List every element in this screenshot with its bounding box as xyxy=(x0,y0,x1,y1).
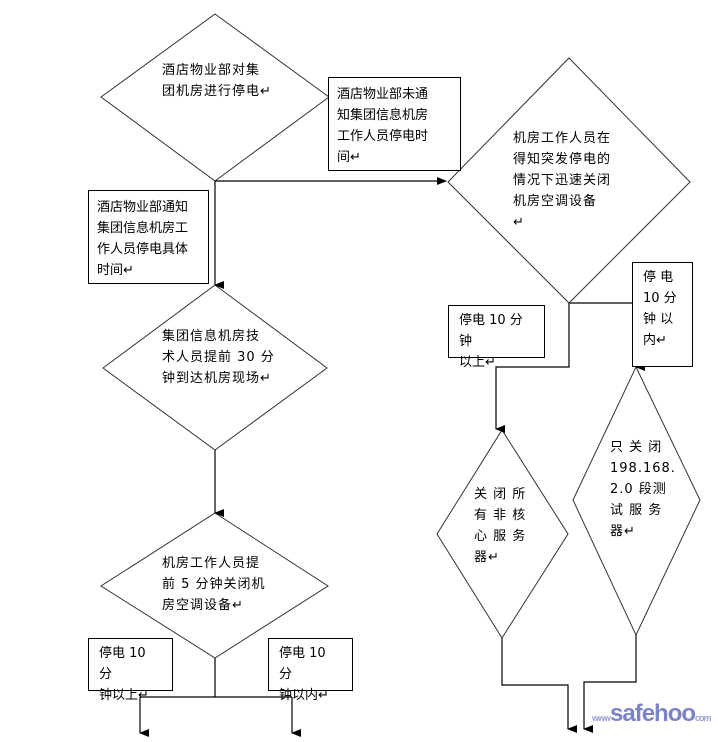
note-within10-right: 停 电 10 分 钟 以 内↵ xyxy=(632,262,693,367)
node-shutdown-ac-text: 机房工作人员提 前 5 分钟关闭机 房空调设备↵ xyxy=(162,556,266,613)
node-noncore-text: 关 闭 所 有 非 核 心 服 务 器↵ xyxy=(474,487,527,565)
node-start-text: 酒店物业部对集 团机房进行停电↵ xyxy=(162,63,272,99)
node-emergency-text: 机房工作人员在 得知突发停电的 情况下迅速关闭 机房空调设备 ↵ xyxy=(513,131,612,230)
node-arrive-text: 集团信息机房技 术人员提前 30 分 钟到达机房现场↵ xyxy=(162,329,275,386)
note-notified: 酒店物业部通知 集团信息机房工 作人员停电具体 时间↵ xyxy=(88,190,209,284)
watermark-logo: wwwsafehoocom xyxy=(592,700,712,727)
note-not-notified: 酒店物业部未通 知集团信息机房 工作人员停电时 间↵ xyxy=(328,77,461,171)
note-over10-right: 停电 10 分钟 以上↵ xyxy=(448,305,545,370)
note-within10-left: 停电 10 分 钟以内↵ xyxy=(268,638,353,703)
node-test-text: 只 关 闭 198.168. 2.0 段测 试 服 务 器↵ xyxy=(610,440,676,539)
note-over10-left: 停电 10 分 钟以上↵ xyxy=(88,638,173,703)
